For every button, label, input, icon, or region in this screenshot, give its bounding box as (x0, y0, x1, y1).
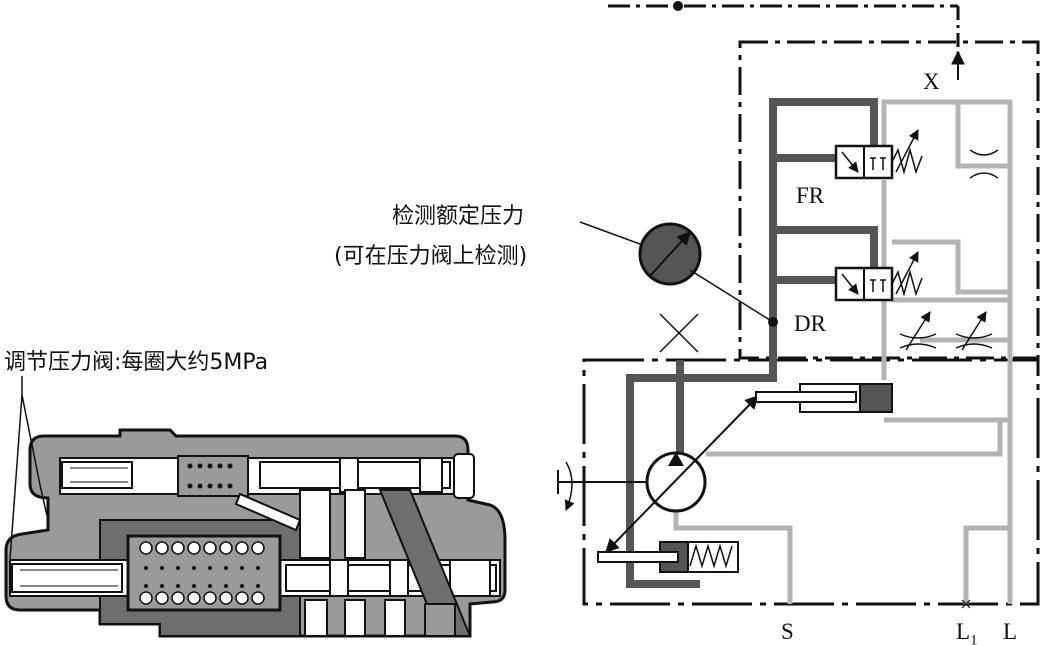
pressure-lines (626, 98, 878, 588)
lower-adjust-screw (11, 563, 123, 593)
fr-valve (834, 129, 923, 180)
orifices (899, 149, 999, 351)
l1-port-mark (961, 599, 971, 609)
upper-spring-coils (187, 463, 233, 489)
port-l1-label: L1 (956, 620, 978, 645)
dr-valve (834, 251, 923, 302)
pilot-line-x (608, 4, 960, 60)
gauge-connection (689, 269, 774, 323)
port-l-label: L (1003, 619, 1018, 644)
port-l1-main: L (956, 619, 971, 644)
upper-spring-chamber (177, 455, 249, 497)
gauge-note-line1: 检测额定压力 (392, 204, 525, 229)
stroking-cylinder-lower (597, 541, 739, 573)
port-l1-subscript: 1 (970, 632, 978, 645)
blocked-port-mark (659, 313, 699, 353)
gauge-note-line2: (可在压力阀上检测) (334, 244, 528, 269)
port-x-label: X (923, 69, 940, 94)
dr-label: DR (794, 311, 826, 336)
valve-cross-section (4, 428, 507, 638)
stroking-cylinder-upper (755, 383, 893, 413)
gauge-tap-dot (768, 317, 778, 327)
lower-spring-coils (139, 541, 265, 605)
adjust-note: 调节压力阀:每圈大约5MPa (4, 350, 269, 375)
note-leader-1 (21, 376, 49, 521)
note-leader-2 (9, 394, 23, 561)
upper-end-plug (453, 453, 475, 499)
swashplate-arrow (605, 394, 759, 554)
regulator-boundary (738, 40, 1040, 360)
fr-label: FR (796, 183, 825, 208)
port-s-label: S (781, 619, 794, 644)
gauge-label-leader (579, 221, 641, 245)
upper-adjust-screw (61, 461, 133, 489)
junction-dot-top (673, 1, 683, 11)
